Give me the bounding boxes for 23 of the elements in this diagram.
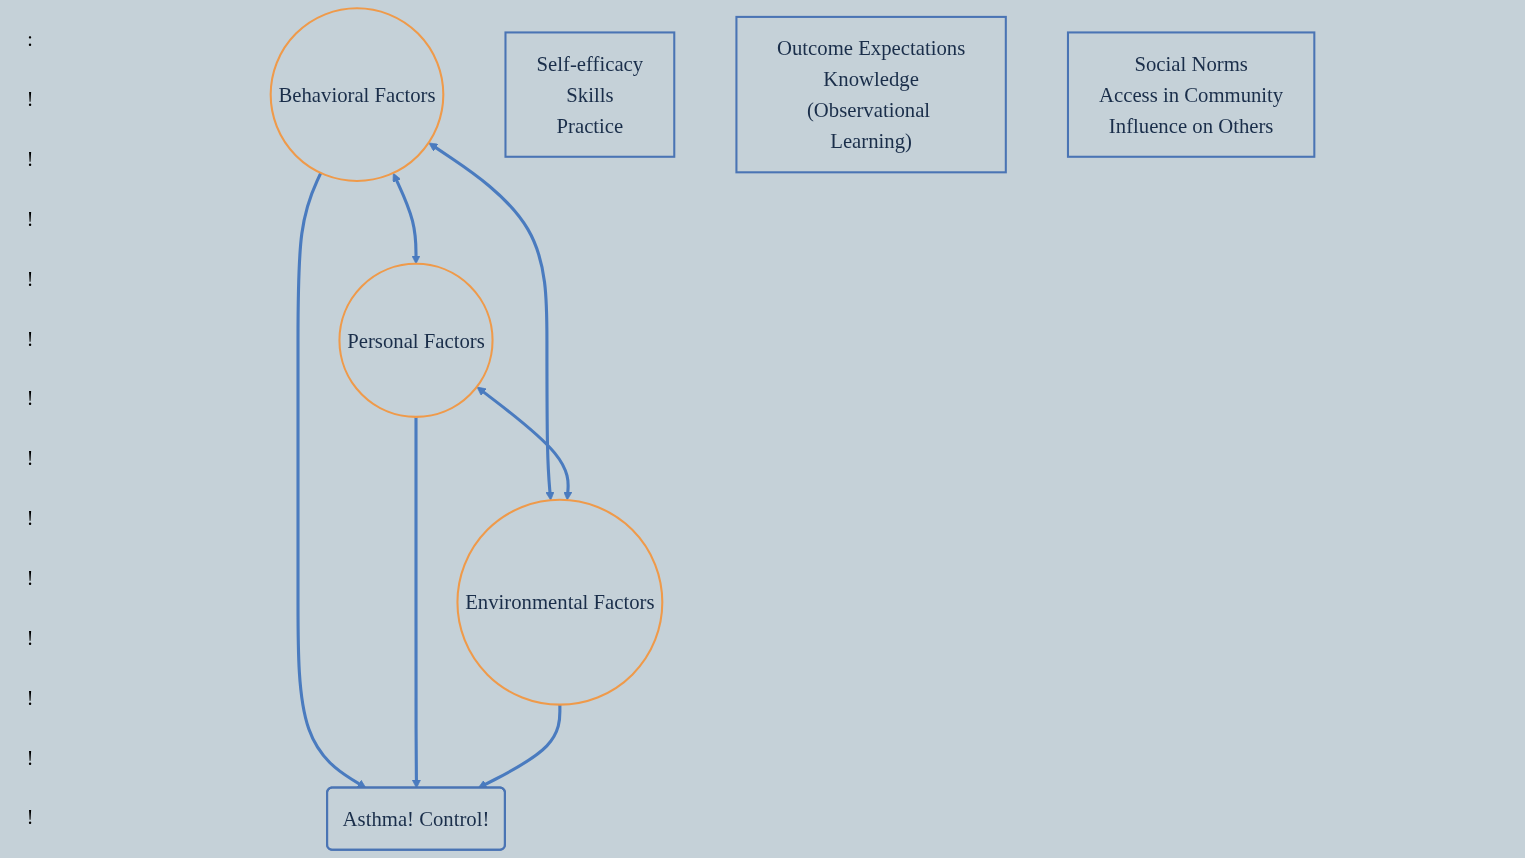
stray-mark: !: [26, 148, 34, 172]
stray-mark: !: [26, 327, 34, 351]
stray-mark: !: [26, 686, 34, 710]
stray-mark: !: [26, 207, 34, 231]
node-circle: Environmental Factors: [456, 498, 664, 706]
stray-mark: :: [27, 28, 33, 52]
stray-mark: !: [26, 507, 34, 531]
stray-mark: !: [26, 806, 34, 830]
node-box: Social Norms Access in Community Influence on Others: [1066, 31, 1316, 158]
node-circle: Behavioral Factors: [269, 7, 445, 182]
stray-mark: !: [26, 447, 34, 471]
arrow: [476, 386, 573, 501]
stray-mark: !: [26, 88, 34, 112]
arrow: [392, 172, 421, 265]
stray-mark: !: [26, 626, 34, 650]
stray-mark: !: [26, 567, 34, 590]
node-box: Outcome Expectations Knowledge (Observational Learning): [735, 15, 1007, 174]
arrow: [428, 142, 555, 501]
stray-mark: !: [26, 267, 34, 291]
node-box: Self-efficacy Skills Practice: [504, 31, 676, 158]
stray-mark: !: [26, 746, 34, 770]
node-circle: Personal Factors: [338, 262, 494, 418]
stray-mark: !: [26, 387, 34, 411]
